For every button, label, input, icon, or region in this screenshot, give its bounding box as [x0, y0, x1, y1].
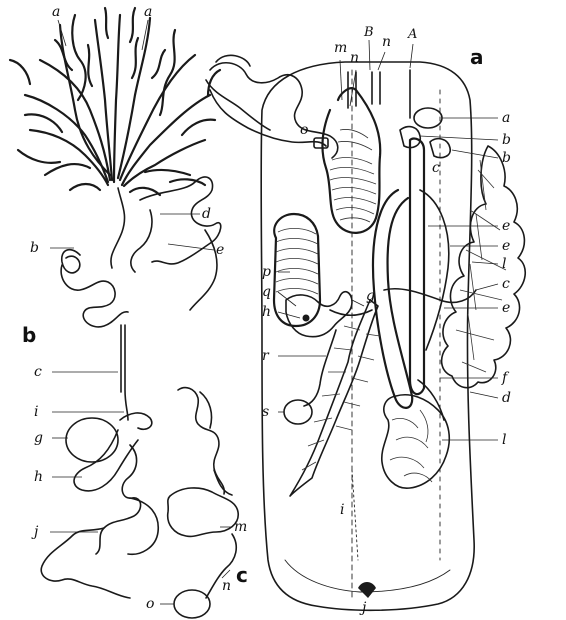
- label-b-b: b: [30, 240, 39, 256]
- loop-e: [373, 190, 412, 408]
- striated-gland-bands: [276, 228, 318, 294]
- figure-b-lower-organs: [41, 413, 158, 598]
- label-b-e: e: [216, 242, 224, 258]
- gland-a: [414, 108, 442, 128]
- vesicle-s: [284, 400, 312, 424]
- label-a-n-left: n: [350, 50, 359, 66]
- label-a-r: r: [262, 348, 270, 364]
- label-c-n: n: [222, 578, 231, 594]
- duct-c: [125, 325, 128, 420]
- panel-label-b: b: [22, 323, 36, 347]
- label-a-d: d: [502, 390, 511, 406]
- label-a-l-lower: l: [502, 432, 506, 448]
- coiled-gland: [323, 88, 381, 233]
- label-a-B: B: [363, 25, 374, 40]
- tube-c: [410, 138, 424, 394]
- label-b-a-right: a: [144, 4, 152, 20]
- duct-e: [131, 210, 152, 272]
- label-b-j: j: [31, 524, 39, 540]
- malpighian-tubules-lines-a: [10, 8, 220, 195]
- label-a-q: q: [262, 284, 271, 300]
- duct-wall-c: [200, 392, 232, 495]
- label-b-a-left: a: [52, 4, 60, 20]
- vesicle-g: [66, 418, 118, 462]
- label-a-e1: e: [502, 218, 510, 234]
- label-a-l-upper: l: [502, 256, 506, 272]
- gland-l-lower-lobes: [390, 410, 432, 482]
- label-a-A: A: [407, 27, 417, 42]
- panel-label-a: a: [470, 45, 484, 69]
- vesicle-m: [168, 488, 239, 537]
- label-c-o: o: [146, 596, 154, 612]
- label-a-a: a: [502, 110, 510, 126]
- label-a-m: m: [334, 40, 347, 56]
- stripe-i: [352, 470, 358, 560]
- common-duct: [111, 188, 125, 268]
- label-b-c: c: [34, 364, 42, 380]
- convoluted-tubule: [61, 250, 128, 327]
- label-a-e2: e: [502, 238, 510, 254]
- coiled-base: [41, 528, 130, 598]
- label-a-c-right: c: [502, 276, 510, 292]
- dendritic-gland-branches: [302, 326, 380, 470]
- dot-h: [303, 315, 310, 322]
- label-a-p: p: [262, 264, 271, 280]
- label-a-g: g: [366, 288, 375, 304]
- label-a-b-lower: b: [502, 150, 511, 166]
- label-a-j: j: [359, 600, 367, 616]
- panel-label-c: c: [236, 563, 248, 587]
- mark-j: [358, 582, 376, 598]
- label-a-f: f: [501, 370, 510, 386]
- label-b-g: g: [34, 430, 43, 446]
- duct-i: [120, 413, 152, 429]
- label-a-e3: e: [502, 300, 510, 316]
- duct-o-outer: [210, 63, 338, 158]
- branched-gland-right: [442, 146, 526, 388]
- branched-gland-texture: [456, 160, 506, 372]
- label-a-s: s: [262, 404, 269, 420]
- gland-l-lower: [382, 395, 450, 488]
- dendritic-gland-g: [290, 300, 378, 496]
- vesicle-o: [174, 590, 210, 618]
- label-a-o: o: [300, 122, 308, 138]
- label-a-n-right: n: [382, 34, 391, 50]
- label-b-i: i: [34, 404, 38, 420]
- label-b-h: h: [34, 469, 43, 485]
- side-loop: [128, 498, 158, 554]
- label-b-d: d: [202, 206, 211, 222]
- duct-o-lower: [210, 90, 326, 146]
- label-a-i: i: [340, 502, 344, 518]
- label-c-m: m: [234, 519, 247, 535]
- label-a-h: h: [262, 304, 271, 320]
- label-a-b-upper: b: [502, 132, 511, 148]
- label-a-c: c: [432, 160, 440, 176]
